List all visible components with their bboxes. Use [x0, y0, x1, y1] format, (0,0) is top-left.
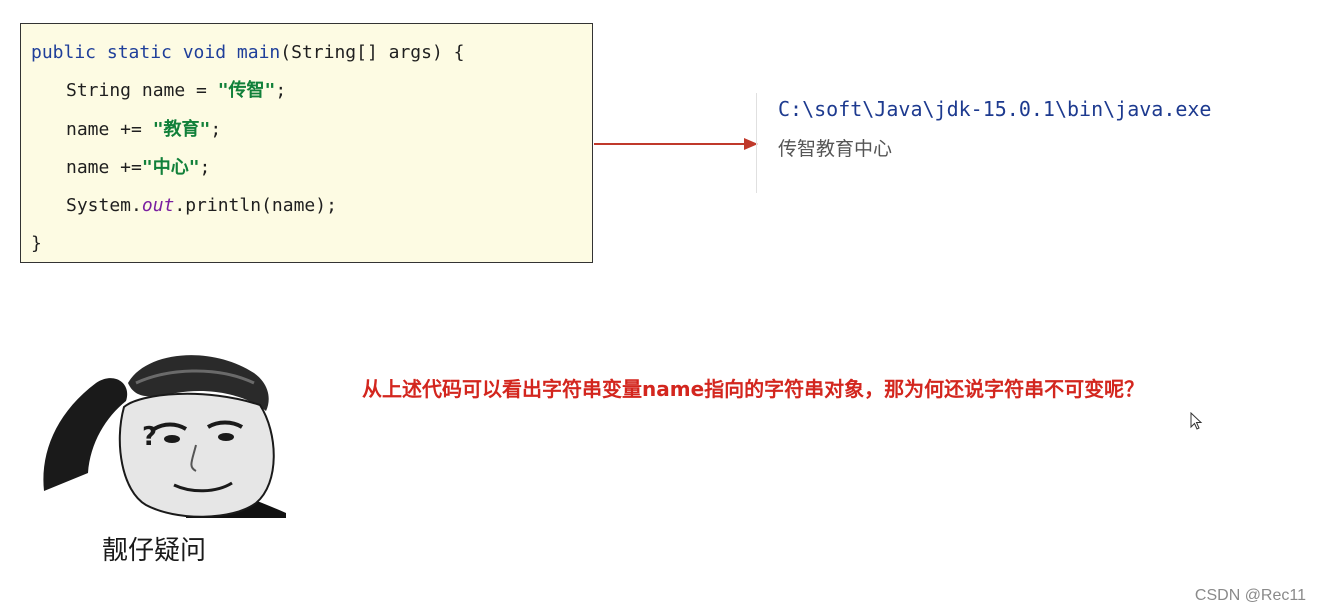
code-text: name +=: [66, 157, 142, 178]
confused-face-icon: ?: [43, 355, 286, 518]
code-line-close-brace: }: [31, 233, 42, 254]
code-text: name +=: [66, 119, 153, 140]
code-string-literal: "教育": [152, 119, 211, 140]
right-arrow-icon: [594, 138, 758, 150]
code-line-append-2: name +="中心";: [66, 156, 210, 180]
code-text: System.: [66, 195, 142, 216]
console-output: 传智教育中心: [778, 138, 893, 160]
code-line-declare: String name = "传智";: [66, 79, 286, 103]
meme-question-mark: ?: [142, 422, 157, 452]
console-java-path: C:\soft\Java\jdk-15.0.1\bin\java.exe: [778, 97, 1212, 121]
code-text: ;: [275, 80, 287, 101]
question-heading: 从上述代码可以看出字符串变量name指向的字符串对象，那为何还说字符串不可变呢？: [362, 377, 1145, 401]
mouse-cursor-icon: [1190, 412, 1203, 430]
code-string-literal: "中心": [141, 157, 200, 178]
meme-image: ?: [36, 343, 290, 575]
code-method-name: main: [236, 42, 281, 63]
code-text: ;: [199, 157, 211, 178]
code-line-print: System.out.println(name);: [66, 194, 337, 218]
code-string-literal: "传智": [217, 80, 276, 101]
code-method-params: (String[] args) {: [280, 42, 465, 63]
code-text: .println(name);: [174, 195, 337, 216]
code-line-main-signature: public static void main(String[] args) {: [31, 41, 465, 65]
code-keywords: public static void: [31, 42, 237, 63]
meme-caption: 靓仔疑问: [102, 536, 207, 566]
code-snippet: public static void main(String[] args) {…: [20, 23, 593, 263]
code-line-append-1: name += "教育";: [66, 118, 221, 142]
watermark: CSDN @Rec11: [1194, 587, 1306, 604]
code-text: String name =: [66, 80, 218, 101]
console-divider: [756, 93, 757, 193]
code-text: ;: [210, 119, 222, 140]
code-field: out: [141, 195, 175, 216]
